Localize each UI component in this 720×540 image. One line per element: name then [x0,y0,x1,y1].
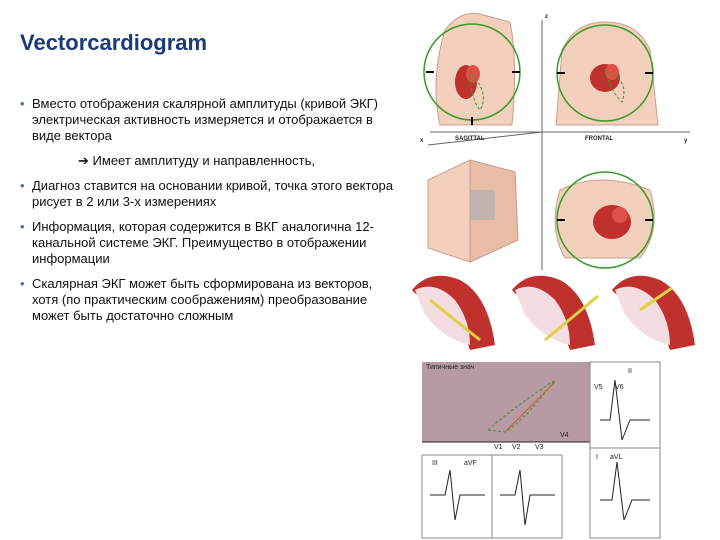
horizontal-torso-illustration [554,171,655,269]
axis-label-y: y [684,138,688,144]
heart-section-illustrations [412,275,695,350]
sagittal-torso-illustration [420,0,525,130]
bullet-text: Вместо отображения скалярной амплитуды (… [32,96,379,143]
bullet-dot-icon: • [20,219,25,234]
lead-label-v5: V5 [594,384,603,391]
slide-title: Vectorcardiogram [20,30,208,55]
frontal-torso-illustration [555,21,659,126]
axis-label-z: z [545,14,548,20]
frontal-label: FRONTAL [585,136,614,142]
figure-illustration [412,0,695,539]
bullet-dot-icon: • [20,276,25,291]
lead-label-i: I [596,454,598,461]
lead-label-v4: V4 [560,432,569,439]
3d-torso-illustration [427,159,519,263]
arrow-icon: ➔ [78,153,89,168]
bullet-item: • Информация, которая содержится в ВКГ а… [18,219,400,267]
lead-label-v2: V2 [512,444,521,451]
lead-label-avf: aVF [464,460,477,467]
bullet-dot-icon: • [20,96,25,111]
bullet-text: Информация, которая содержится в ВКГ ана… [32,219,374,266]
ecg-projection-panel [421,361,661,539]
lead-label-v1: V1 [494,444,503,451]
vectorcardiogram-figure: z x y SAGITTAL FRONTAL Типичные знач V5 … [400,0,720,540]
arrow-line-text: Имеет амплитуду и направленность, [92,153,315,168]
axis-label-x: x [420,138,424,144]
lead-label-avl: aVL [610,454,623,461]
ecg-panel-title: Типичные знач [426,364,475,371]
lead-label-v3: V3 [535,444,544,451]
bullet-item: • Диагноз ставится на основании кривой, … [18,178,400,210]
lead-label-v6: V6 [615,384,624,391]
lead-label-ii: II [628,368,632,375]
bullet-dot-icon: • [20,178,25,193]
sagittal-label: SAGITTAL [455,136,485,142]
bullet-item: • Вместо отображения скалярной амплитуды… [18,96,400,144]
bullet-text: Диагноз ставится на основании кривой, то… [32,178,394,209]
lead-label-iii: III [432,460,438,467]
bullet-text: Скалярная ЭКГ может быть сформирована из… [32,276,373,323]
bullet-list: • Вместо отображения скалярной амплитуды… [18,96,400,333]
vcg-axes [427,20,690,270]
arrow-line: ➔ Имеет амплитуду и направленность, [18,153,400,169]
bullet-item: • Скалярная ЭКГ может быть сформирована … [18,276,400,324]
